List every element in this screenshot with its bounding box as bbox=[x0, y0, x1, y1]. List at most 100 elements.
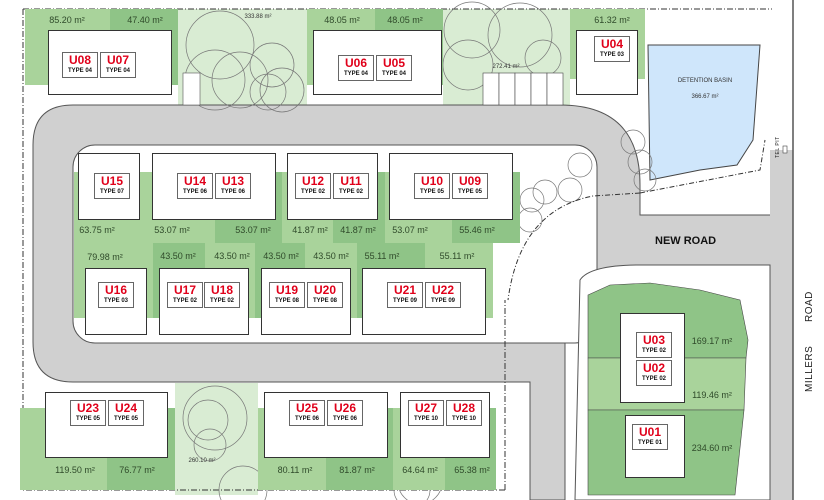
open-space-area: 333.88 m² bbox=[244, 14, 272, 20]
basin-title: DETENTION BASIN bbox=[677, 78, 733, 84]
unit-type: TYPE 04 bbox=[67, 68, 92, 74]
building bbox=[620, 313, 685, 403]
building bbox=[362, 268, 486, 335]
lot-area: 64.64 m² bbox=[402, 465, 438, 475]
unit-id: U02 bbox=[642, 361, 665, 375]
detention-basin-label: DETENTION BASIN 366.67 m² bbox=[660, 78, 750, 100]
unit-type: TYPE 06 bbox=[332, 416, 357, 422]
unit-type: TYPE 02 bbox=[209, 298, 234, 304]
tel-pit-icon bbox=[782, 145, 788, 154]
lot-area: 48.05 m² bbox=[387, 15, 423, 25]
unit-type: TYPE 02 bbox=[641, 348, 666, 354]
lot-area: 119.46 m² bbox=[692, 390, 732, 400]
lot-area: 55.11 m² bbox=[439, 251, 475, 261]
millers-road bbox=[770, 150, 793, 500]
lot-area: 53.07 m² bbox=[235, 225, 271, 235]
tel-pit-label: TEL PIT bbox=[775, 136, 781, 158]
building bbox=[45, 392, 168, 458]
unit-type: TYPE 05 bbox=[419, 189, 444, 195]
unit-type: TYPE 09 bbox=[430, 298, 455, 304]
unit-id: U20 bbox=[313, 283, 336, 297]
building bbox=[264, 392, 388, 458]
unit-type: TYPE 03 bbox=[103, 298, 128, 304]
trees bbox=[182, 1, 657, 500]
unit-id: U18 bbox=[210, 283, 233, 297]
unit-id: U13 bbox=[221, 174, 244, 188]
lot-area: 53.07 m² bbox=[154, 225, 190, 235]
lot-area: 55.46 m² bbox=[459, 225, 495, 235]
lot-area: 81.87 m² bbox=[339, 465, 375, 475]
unit-id: U23 bbox=[76, 401, 99, 415]
unit-type: TYPE 05 bbox=[457, 189, 482, 195]
lot-area: 48.05 m² bbox=[324, 15, 360, 25]
lot-area: 76.77 m² bbox=[119, 465, 155, 475]
unit-type: TYPE 08 bbox=[274, 298, 299, 304]
unit-type: TYPE 08 bbox=[312, 298, 337, 304]
unit-type: TYPE 07 bbox=[99, 189, 124, 195]
lot-area: 119.50 m² bbox=[55, 465, 95, 475]
unit-id: U21 bbox=[393, 283, 416, 297]
unit-type: TYPE 02 bbox=[172, 298, 197, 304]
unit-id: U14 bbox=[183, 174, 206, 188]
unit-type: TYPE 02 bbox=[338, 189, 363, 195]
new-road-label: NEW ROAD bbox=[655, 235, 717, 247]
unit-type: TYPE 02 bbox=[300, 189, 325, 195]
unit-type: TYPE 02 bbox=[641, 376, 666, 382]
building bbox=[389, 153, 513, 220]
unit-id: U19 bbox=[275, 283, 298, 297]
unit-id: U05 bbox=[382, 56, 405, 70]
unit-type: TYPE 10 bbox=[451, 416, 476, 422]
lot-area: 55.11 m² bbox=[364, 251, 400, 261]
unit-id: U17 bbox=[173, 283, 196, 297]
unit-id: U11 bbox=[340, 174, 362, 188]
basin-area: 366.67 m² bbox=[691, 94, 719, 100]
unit-type: TYPE 05 bbox=[75, 416, 100, 422]
unit-id: U10 bbox=[420, 174, 443, 188]
unit-id: U24 bbox=[114, 401, 137, 415]
unit-id: U22 bbox=[431, 283, 454, 297]
unit-id: U03 bbox=[642, 333, 665, 347]
unit-id: U15 bbox=[100, 174, 123, 188]
lot-area: 43.50 m² bbox=[214, 251, 250, 261]
parking-bays bbox=[482, 72, 564, 106]
lot-area: 85.20 m² bbox=[49, 15, 85, 25]
unit-type: TYPE 04 bbox=[343, 71, 368, 77]
lot-area: 65.38 m² bbox=[454, 465, 490, 475]
footpath-curve bbox=[507, 192, 641, 301]
unit-id: U25 bbox=[295, 401, 318, 415]
open-space-area: 260.10 m² bbox=[188, 458, 216, 464]
building bbox=[152, 153, 276, 220]
lot-area: 41.87 m² bbox=[292, 225, 328, 235]
unit-type: TYPE 09 bbox=[392, 298, 417, 304]
unit-type: TYPE 06 bbox=[182, 189, 207, 195]
unit-type: TYPE 06 bbox=[294, 416, 319, 422]
